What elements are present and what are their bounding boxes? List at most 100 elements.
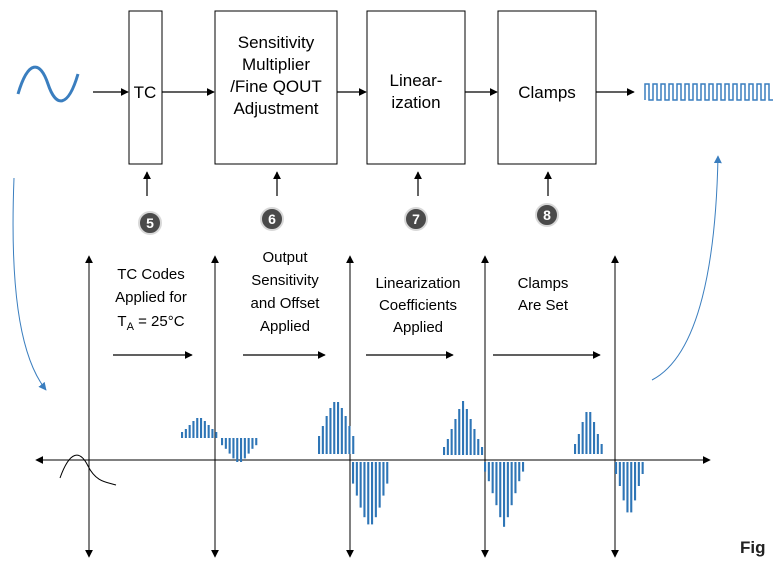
sample-bar-positive: [465, 409, 468, 455]
sensitivity-block-label-2: Multiplier: [242, 55, 310, 74]
sample-bar-positive: [481, 447, 484, 455]
step-5-number: 5: [146, 215, 154, 231]
sample-bar-negative: [232, 438, 235, 459]
sample-bar-positive: [352, 436, 355, 454]
sample-bar-positive: [589, 412, 592, 454]
sample-bar-negative: [630, 462, 633, 513]
sample-bar-negative: [352, 462, 355, 484]
waveform-linearization: [443, 401, 525, 527]
sample-bar-positive: [593, 422, 596, 454]
down-curve-arrow: [12, 177, 47, 391]
sample-bar-negative: [355, 462, 358, 496]
analog-sine-trace: [59, 454, 117, 486]
sample-bar-negative: [243, 438, 246, 459]
step-7-caption-3: Applied: [393, 319, 443, 336]
step-8-caption-1: Clamps: [518, 275, 569, 292]
step-6-number: 6: [268, 211, 276, 227]
step-7-badge: 7: [404, 207, 428, 231]
step-5-caption-2: Applied for: [115, 289, 187, 306]
step-5-caption-3: TA = 25°C: [117, 313, 184, 333]
sample-bar-positive: [454, 419, 457, 455]
sample-bar-positive: [337, 402, 340, 454]
sample-bar-negative: [518, 462, 521, 482]
sample-bar-negative: [637, 462, 640, 486]
figure-label: Fig: [740, 538, 766, 557]
sample-bar-negative: [374, 462, 377, 518]
step-8-number: 8: [543, 207, 551, 223]
sample-bar-positive: [188, 425, 191, 438]
temp-value: = 25°C: [134, 313, 185, 330]
sample-bar-positive: [348, 426, 351, 454]
sample-bar-negative: [618, 462, 621, 486]
sample-bar-negative: [236, 438, 239, 462]
sample-bar-negative: [622, 462, 625, 501]
step-8-caption-2: Are Set: [518, 297, 569, 314]
sample-bar-positive: [585, 412, 588, 454]
sample-bar-negative: [634, 462, 637, 501]
sample-bar-positive: [321, 426, 324, 454]
sample-bar-negative: [499, 462, 502, 518]
step-8-badge: 8: [535, 203, 559, 227]
step-5-caption-1: TC Codes: [117, 266, 185, 283]
sample-bar-positive: [450, 429, 453, 455]
sensitivity-block-label-1: Sensitivity: [238, 33, 315, 52]
sample-bar-positive: [469, 419, 472, 455]
sample-bar-positive: [181, 432, 184, 438]
sample-bar-negative: [359, 462, 362, 508]
sample-bar-positive: [344, 416, 347, 454]
step-7-number: 7: [412, 211, 420, 227]
sample-bar-positive: [211, 429, 214, 438]
sensitivity-block: [214, 10, 338, 165]
sample-bar-negative: [228, 438, 231, 454]
sample-bar-negative: [240, 438, 243, 462]
sample-bar-positive: [596, 434, 599, 454]
sample-bar-negative: [503, 462, 506, 527]
tc-block: [128, 10, 163, 165]
sample-bar-positive: [581, 422, 584, 454]
sample-bar-positive: [203, 421, 206, 438]
sample-bar-negative: [484, 462, 487, 472]
step-7-caption-1: Linearization: [375, 275, 460, 292]
linearization-block: [366, 10, 466, 165]
sample-bar-positive: [329, 408, 332, 454]
step-7-caption-2: Coefficients: [379, 297, 457, 314]
step-6-caption-3: and Offset: [251, 295, 321, 312]
sample-bar-negative: [615, 462, 618, 474]
clamps-block: [497, 10, 597, 165]
step-6-caption-2: Sensitivity: [251, 272, 319, 289]
clamps-block-label: Clamps: [518, 83, 576, 102]
step-6-caption-1: Output: [262, 249, 308, 266]
sample-bar-negative: [522, 462, 525, 472]
sample-bar-negative: [224, 438, 227, 449]
sensitivity-block-label-4: Adjustment: [233, 99, 318, 118]
sample-bar-negative: [221, 438, 224, 446]
sample-bar-negative: [386, 462, 389, 484]
sample-bar-positive: [477, 439, 480, 455]
sample-bar-positive: [462, 401, 465, 455]
sample-bar-negative: [487, 462, 490, 482]
sample-bar-negative: [495, 462, 498, 506]
sample-bar-negative: [626, 462, 629, 513]
sample-bar-negative: [378, 462, 381, 508]
step-6-badge: 6: [260, 207, 284, 231]
sample-bar-positive: [192, 421, 195, 438]
sample-bar-positive: [200, 418, 203, 438]
sample-bar-positive: [196, 418, 199, 438]
sample-bar-positive: [574, 444, 577, 454]
sample-bar-negative: [382, 462, 385, 496]
tc-block-label: TC: [134, 83, 157, 102]
sample-bar-positive: [600, 444, 603, 454]
step-5-badge: 5: [138, 211, 162, 235]
linearization-block-label-1: Linear-: [390, 71, 443, 90]
sample-bar-negative: [371, 462, 374, 525]
output-pulse-icon: [644, 83, 773, 101]
temp-subscript: A: [127, 321, 135, 333]
sample-bar-positive: [473, 429, 476, 455]
sample-bar-positive: [184, 429, 187, 438]
sample-bar-negative: [491, 462, 494, 494]
sample-bar-negative: [363, 462, 366, 518]
sample-bar-positive: [340, 408, 343, 454]
sample-bar-positive: [577, 434, 580, 454]
sample-bar-positive: [333, 402, 336, 454]
